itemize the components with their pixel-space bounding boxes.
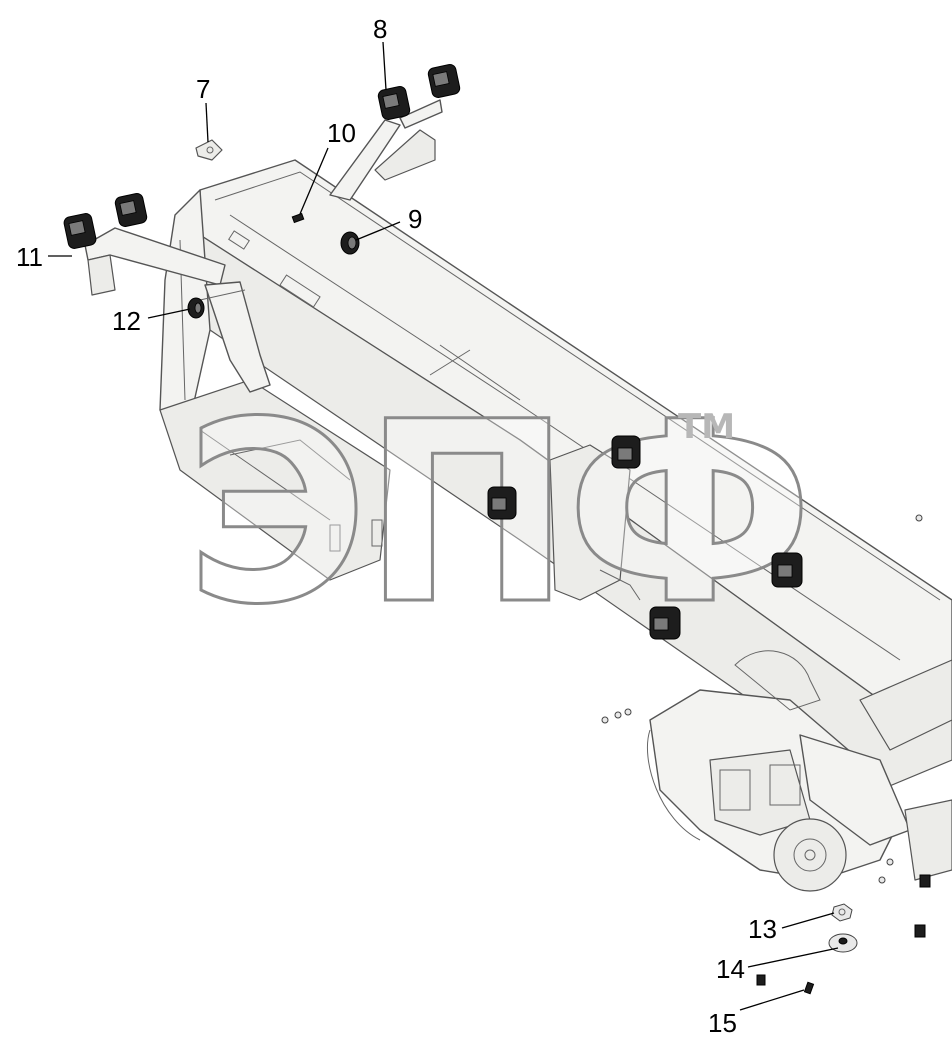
callout-9: 9: [408, 204, 422, 234]
lamp-icon: [649, 606, 681, 640]
small-parts: [187, 139, 931, 995]
bolt-icon: [291, 212, 305, 224]
callout-14: 14: [716, 954, 745, 984]
nut-icon: [831, 903, 853, 922]
watermark-text: ЭПФ: [185, 368, 808, 659]
callout-8: 8: [373, 14, 387, 44]
callout-11: 11: [16, 242, 43, 272]
lamp-icon: [771, 552, 803, 588]
watermark: ЭПФ TM: [184, 367, 816, 661]
callout-7: 7: [196, 74, 210, 104]
chassis-frame: [159, 159, 952, 892]
lamp-icon: [487, 486, 517, 520]
callout-10: 10: [327, 118, 356, 148]
bolt-icon: [803, 981, 815, 995]
lamp-icon: [63, 213, 97, 249]
left-lamp-bracket: [84, 227, 271, 393]
callout-12: 12: [112, 306, 141, 336]
bracket-icon: [195, 139, 223, 161]
lamps: [63, 64, 803, 640]
lamp-icon: [427, 64, 461, 98]
callout-13: 13: [748, 914, 777, 944]
top-lamp-bracket: [329, 99, 443, 201]
lamp-icon: [114, 193, 148, 227]
leader-lines: [48, 41, 839, 1011]
callout-15: 15: [708, 1008, 737, 1038]
lamp-icon: [611, 435, 641, 469]
lamp-icon: [377, 86, 411, 120]
watermark-trademark: TM: [678, 407, 735, 447]
callouts: 7 8 9 10 11 12 13 14 15: [16, 14, 777, 1038]
